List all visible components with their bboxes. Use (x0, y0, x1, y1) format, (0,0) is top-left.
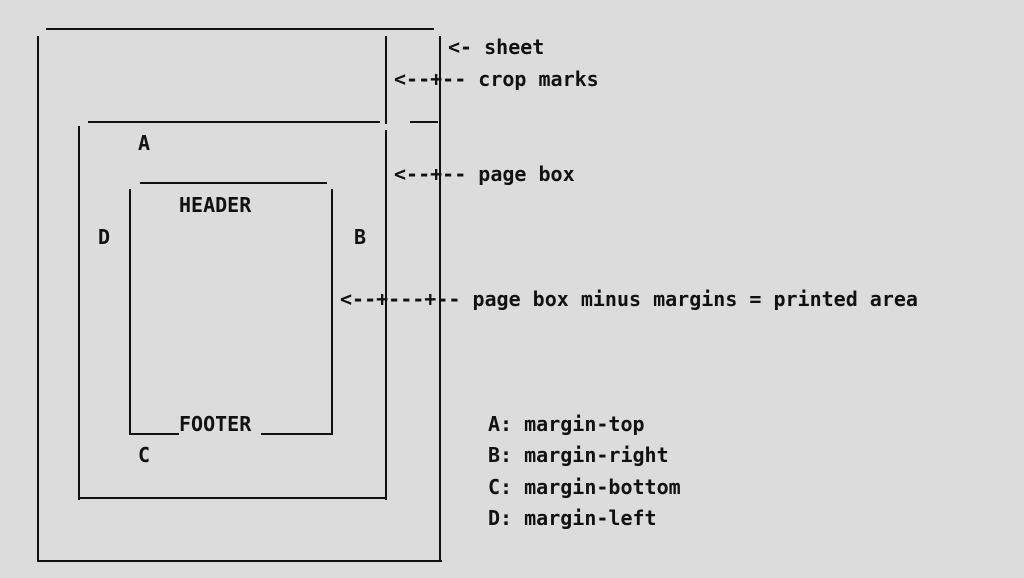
page-box-left-edge (78, 126, 80, 500)
sheet-right-edge (439, 36, 441, 562)
footer-label: FOOTER (179, 412, 252, 436)
margin-left-label: D (98, 225, 111, 249)
legend-item-margin-top: A: margin-top (488, 412, 645, 436)
sheet-callout: <- sheet (448, 35, 545, 59)
page-box-top-edge (88, 121, 380, 123)
printed-area-bottom-left-edge (131, 433, 179, 435)
header-label: HEADER (179, 193, 252, 217)
legend-item-margin-bottom: C: margin-bottom (488, 475, 681, 499)
printed-area-callout: <--+---+-- page box minus margins = prin… (340, 287, 918, 311)
crop-marks-callout: <--+-- crop marks (394, 67, 599, 91)
sheet-left-edge (37, 36, 39, 562)
sheet-top-edge (46, 28, 434, 30)
printed-area-right-edge (331, 189, 333, 435)
printed-area-bottom-right-edge (261, 433, 331, 435)
legend-item-margin-right: B: margin-right (488, 443, 669, 467)
crop-mark-vertical (385, 36, 387, 124)
page-box-right-edge (385, 130, 387, 500)
page-box-bottom-edge (80, 497, 385, 499)
printed-area-top-edge (140, 182, 327, 184)
legend-item-margin-left: D: margin-left (488, 506, 657, 530)
crop-mark-horizontal (410, 121, 438, 123)
printed-area-left-edge (129, 189, 131, 435)
page-box-callout: <--+-- page box (394, 162, 575, 186)
margin-top-label: A (138, 131, 151, 155)
sheet-bottom-edge (38, 560, 442, 562)
margin-right-label: B (354, 225, 367, 249)
margin-bottom-label: C (138, 443, 151, 467)
